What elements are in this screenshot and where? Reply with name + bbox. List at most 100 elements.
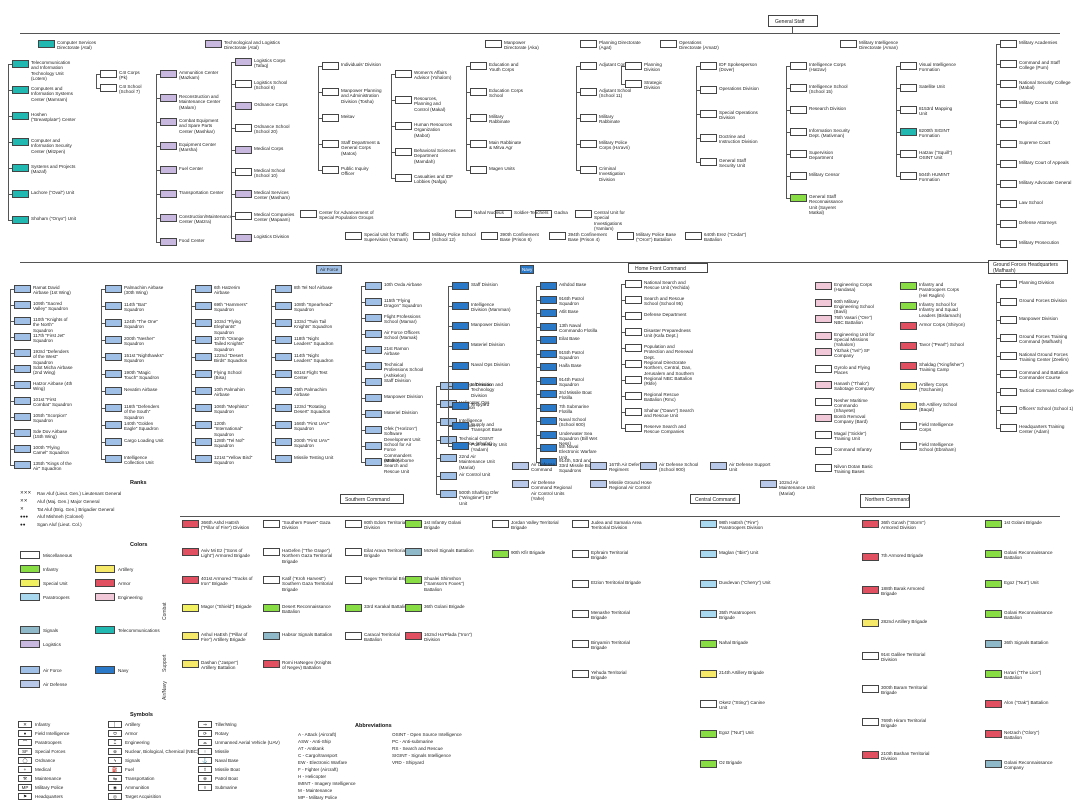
symbol-label: Nuclear, Biological, Chemical (NBC) (125, 749, 199, 754)
northern-command-unit: Golani Reconnaissance Battalion (985, 550, 1056, 561)
home-front-unit: Population and Protection and Renewal De… (621, 344, 696, 360)
unit-label: 116th "Defenders of the South" Squadron (124, 404, 160, 420)
unit-symbol-icon (275, 404, 292, 412)
unit-label: Medical Corps (254, 146, 284, 151)
unit-symbol-icon (700, 110, 717, 118)
unit-symbol-icon (900, 150, 917, 158)
logistics-center-connector (156, 74, 157, 242)
unit-label: Missile Testing Unit (294, 455, 334, 460)
unit-symbol-icon (345, 548, 362, 556)
c4i-unit-connector (96, 74, 97, 88)
abbreviation-item: MP - Military Police (298, 795, 338, 800)
unit-label: Magor ("Shield") Brigade (201, 604, 252, 609)
color-label: Telecommunications (118, 627, 160, 633)
unit-label: Habsor Signals Battalion (282, 632, 333, 637)
navy-unit-tick (448, 446, 452, 447)
planning-directorate: Planning Directorate (Agat) (580, 40, 643, 51)
airbase-squadron: Intelligence Collection Unit (101, 455, 164, 466)
symbol-legend-row: ⌓Unmanned Aerial Vehicle (UAV) (198, 739, 280, 746)
home-front-unit-tick (621, 316, 625, 317)
unit-label: Defense Attorneys (1019, 220, 1057, 225)
navy-base-tick (536, 353, 540, 355)
unit-label: 214th Artillery Brigade (719, 670, 764, 675)
unit-symbol-icon (195, 370, 212, 378)
unit-symbol-icon (700, 700, 717, 708)
unit-label: 915th Patrol Squadron (559, 349, 584, 360)
airforce-unit-tick (361, 334, 365, 335)
manpower-admin-unit-tick (391, 74, 395, 75)
central-command-unit: Judea and Samaria Area Territorial Divis… (572, 520, 643, 531)
unit-symbol-icon (1000, 280, 1017, 288)
manpower-admin-unit: Casualties and IDF Lobbies (Nafga) (391, 174, 456, 185)
unit-label: Disaster Preparedness Unit (Kafa Dept.) (644, 328, 691, 339)
c4i-unit: C4I Corps (Pk) (96, 70, 149, 81)
computer-services-unit: Computers and Information Systems Center… (8, 86, 77, 102)
ground-corps-unit: Artillery Corps (Totchanim) (900, 382, 965, 393)
rank-symbol-icon: ✕✕✕ (20, 490, 32, 495)
intelligence-unit: Military Censor (786, 172, 851, 180)
air-defense-unit: Air Defense Command Regional Air Control… (512, 480, 575, 501)
central-command-unit: Maglan ("Ibis") Unit (700, 550, 771, 558)
unit-symbol-icon (182, 520, 199, 528)
unit-symbol-icon (275, 285, 292, 293)
computer-services-unit-tick (8, 142, 12, 143)
navy-base-tick (536, 461, 540, 463)
unit-symbol-icon (815, 381, 832, 389)
unit-symbol-icon (1000, 40, 1017, 48)
unit-symbol-icon (160, 214, 177, 222)
education-corps-unit: Education Corps School (466, 88, 525, 99)
logistics-corps-unit: Medical Companies Center (Mapaam) (231, 212, 296, 223)
manpower-division: Manpower Planning and Administration Div… (318, 88, 383, 104)
unit-symbol-icon (572, 550, 589, 558)
navy-base: Haifa Base (536, 363, 599, 371)
navy-base-tick (536, 286, 540, 287)
intelligence-formation: Hatzav ("Squill") OSINT Unit (896, 150, 961, 161)
unit-label: 36th Ga'ash ("Storm") Armored Division (881, 520, 926, 531)
unit-symbol-icon (625, 424, 642, 432)
airbase-squadron: 123rd "Rotating Desert" Squadron (271, 404, 334, 415)
hq-icon (580, 40, 597, 48)
unit-label: 76th Vasari ("Ore") NBC Battalion (834, 315, 873, 326)
airforce-unit: Materiel Division (361, 410, 424, 418)
special-groups-unit: Gadna (535, 210, 592, 218)
unit-symbol-icon (105, 370, 122, 378)
courts-unit: Military Advocate General (996, 180, 1074, 188)
unit-symbol-icon (700, 760, 717, 768)
unit-symbol-icon (195, 302, 212, 310)
color-legend-row: Paratroopers (20, 593, 70, 601)
unit-label: Materiel Division (384, 410, 418, 415)
abbreviation-item: F - Fighter (Aircraft) (298, 767, 339, 772)
navy-base-tick (536, 407, 540, 409)
unit-label: Flight Professions School (Mamar) (384, 314, 421, 325)
military-police-icon (413, 232, 430, 240)
ground-forces-division-tick (996, 320, 1000, 321)
airforce-unit: Staff Division (361, 378, 424, 386)
unit-label: Human Resources Organization (Mabot) (414, 122, 453, 138)
unit-symbol-icon (540, 322, 557, 331)
unit-symbol-icon (365, 362, 382, 370)
northern-command-unit: 769th Hiram Territorial Brigade (862, 718, 933, 729)
unit-symbol-icon (105, 404, 122, 412)
ground-forces-label: Ground Forces Headquarters (Mafhash) (993, 262, 1059, 274)
unit-label: Resources, Planning and Control (Makal) (414, 96, 446, 112)
unit-label: Cargo Loading Unit (124, 438, 164, 443)
military-intelligence-directorate: Military Intelligence Directorate (Aman) (840, 40, 919, 51)
symbol-label: Paratroopers (35, 740, 62, 745)
unit-symbol-icon (275, 387, 292, 395)
navy-unit: Shipyard (448, 402, 511, 410)
unit-symbol-icon (322, 88, 339, 96)
unit-label: Manpower Division (1019, 316, 1058, 321)
air-defense-unit: Air Defense School (School 900) (640, 462, 703, 473)
unit-symbol-icon (815, 331, 832, 340)
operations-dir-label: Operations Directorate (Amatz) (679, 40, 719, 51)
technological-logistics-directorate: Technological and Logistics Directorate … (205, 40, 284, 51)
navy-unit: Port Security Unit (Yadam) (448, 442, 511, 453)
unit-label: Nilvon Dotan Basic Training Bases (834, 463, 873, 474)
airbase-squadron: 135th "Kings of the Air" Squadron (10, 461, 73, 472)
rank-label: Aluf Mishneh (Colonel) (37, 514, 84, 519)
airforce-unit: 500th Shafting Ofer ("Wingtime") EF Unit (436, 490, 499, 506)
unit-symbol-icon (985, 520, 1002, 528)
unit-label: Military Police Corps (Ha'avri) (599, 140, 630, 151)
